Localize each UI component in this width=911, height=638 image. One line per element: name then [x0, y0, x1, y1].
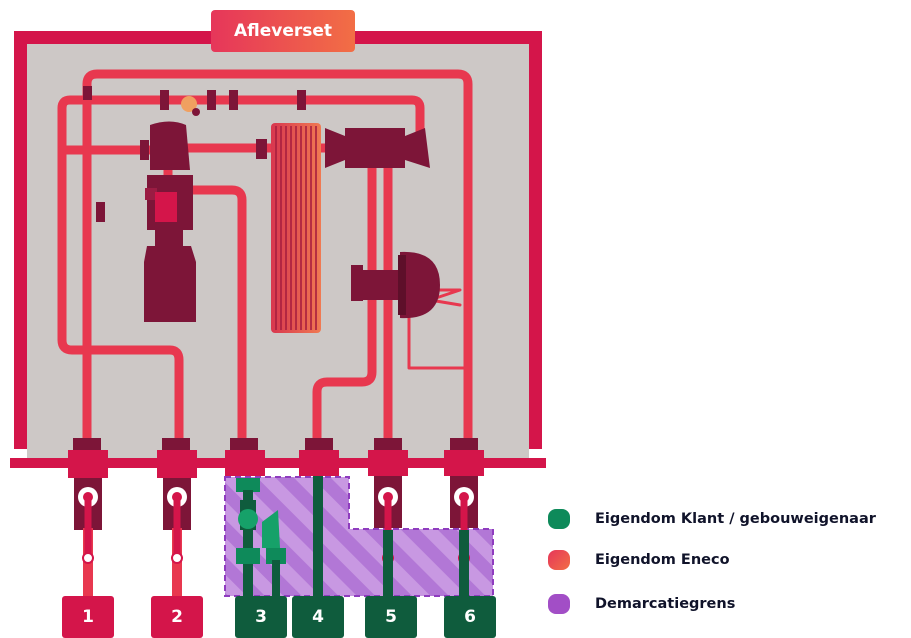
temperature-sensor: [181, 96, 197, 112]
connection-2-label: 2: [151, 596, 203, 638]
legend-label: Eigendom Klant / gebouweigenaar: [595, 511, 876, 527]
klant-swatch-icon: [548, 509, 570, 529]
connection-1-valve: [68, 450, 108, 596]
connection-3-label: 3: [235, 596, 287, 638]
fittings: [83, 86, 306, 110]
legend-item-klant: Eigendom Klant / gebouweigenaar: [548, 509, 876, 529]
connection-6-label: 6: [444, 596, 496, 638]
legend-label: Demarcatiegrens: [595, 596, 736, 612]
internal-components: [96, 121, 440, 322]
connection-2-valve: [157, 450, 197, 596]
eneco-swatch-icon: [548, 550, 570, 570]
demarcation-area: [224, 476, 494, 597]
heat-exchanger: [271, 123, 321, 333]
connection-5-label: 5: [365, 596, 417, 638]
connector-heads: [225, 450, 484, 476]
legend-item-eneco: Eigendom Eneco: [548, 550, 730, 570]
connection-1-label: 1: [62, 596, 114, 638]
connection-6-valve: [450, 476, 478, 596]
legend-item-demarcatie: Demarcatiegrens: [548, 594, 735, 614]
legend-label: Eigendom Eneco: [595, 552, 730, 568]
connection-4-pipe: [313, 476, 323, 596]
demarcation-swatch-icon: [548, 594, 570, 614]
connection-5-valve: [374, 476, 402, 596]
afleverset-title: Afleverset: [211, 10, 355, 52]
connection-4-label: 4: [292, 596, 344, 638]
connection-3-assembly: [236, 478, 286, 596]
